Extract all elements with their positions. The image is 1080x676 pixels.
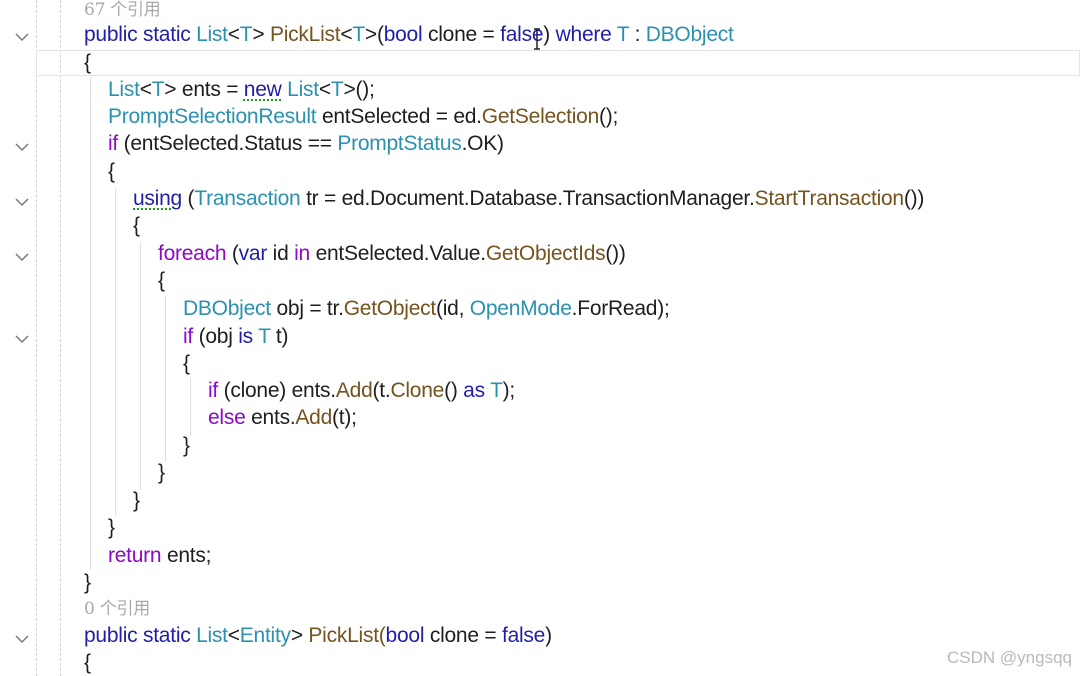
- code-line: public static List<Entity> PickList(bool…: [84, 624, 552, 647]
- code-line: }: [84, 571, 91, 594]
- indent-guide: [165, 296, 166, 462]
- fold-chevron-icon[interactable]: [14, 142, 30, 152]
- code-line: {: [158, 269, 165, 292]
- code-line: {: [84, 51, 91, 74]
- code-line: if (obj is T t): [183, 325, 289, 348]
- code-line: }: [158, 461, 165, 484]
- gutter-separator: [36, 0, 37, 676]
- codelens-references[interactable]: 67 个引用: [84, 0, 161, 20]
- code-line: using (Transaction tr = ed.Document.Data…: [133, 187, 925, 210]
- fold-chevron-icon[interactable]: [14, 334, 30, 344]
- code-line: if (entSelected.Status == PromptStatus.O…: [108, 132, 504, 155]
- code-line: {: [108, 160, 115, 183]
- code-line: if (clone) ents.Add(t.Clone() as T);: [208, 379, 515, 402]
- current-line-highlight: [36, 50, 1080, 76]
- indent-guide: [90, 78, 91, 570]
- code-line: {: [133, 214, 140, 237]
- code-line: List<T> ents = new List<T>();: [108, 78, 375, 101]
- fold-chevron-icon[interactable]: [14, 197, 30, 207]
- code-line: {: [84, 651, 91, 674]
- code-line: }: [133, 489, 140, 512]
- indent-guide: [190, 378, 191, 436]
- code-line: else ents.Add(t);: [208, 406, 357, 429]
- fold-chevron-icon[interactable]: [14, 252, 30, 262]
- text-cursor-icon: [534, 28, 540, 50]
- code-line: {: [183, 352, 190, 375]
- watermark: CSDN @yngsqq: [947, 648, 1072, 667]
- codelens-references[interactable]: 0 个引用: [84, 599, 150, 619]
- fold-chevron-icon[interactable]: [14, 634, 30, 644]
- code-line: return ents;: [108, 544, 212, 567]
- code-line: }: [108, 516, 115, 539]
- code-line: foreach (var id in entSelected.Value.Get…: [158, 242, 626, 265]
- gutter-separator: [60, 0, 61, 676]
- code-line: DBObject obj = tr.GetObject(id, OpenMode…: [183, 297, 670, 320]
- indent-guide: [115, 188, 116, 516]
- code-line: public static List<T> PickList<T>(bool c…: [84, 23, 734, 46]
- code-line: }: [183, 434, 190, 457]
- code-line: PromptSelectionResult entSelected = ed.G…: [108, 105, 619, 128]
- indent-guide: [140, 242, 141, 490]
- fold-chevron-icon[interactable]: [14, 32, 30, 42]
